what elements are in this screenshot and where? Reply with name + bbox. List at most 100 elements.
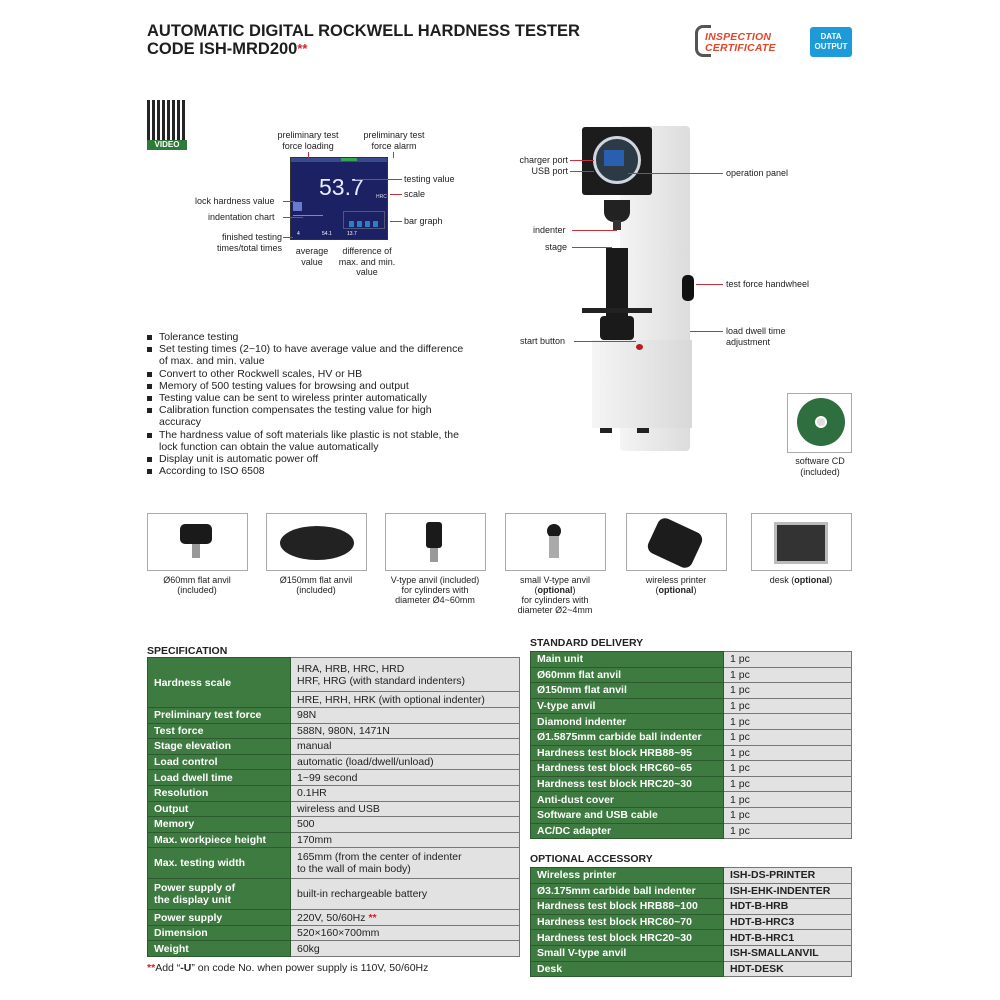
- row-label: Ø3.175mm carbide ball indenter: [530, 882, 724, 900]
- row-label: Ø1.5875mm carbide ball indenter: [530, 728, 724, 746]
- row-label: Diamond indenter: [530, 713, 724, 730]
- callout-handwheel: test force handwheel: [726, 279, 810, 289]
- row-label: Hardness test block HRC20~30: [530, 929, 724, 946]
- row-value: 0.1HR: [290, 784, 520, 802]
- row-value: 1 pc: [723, 666, 852, 684]
- row-label: Memory: [147, 816, 291, 833]
- row-label: Weight: [147, 940, 291, 958]
- row-label: Hardness test block HRC60~65: [530, 760, 724, 777]
- row-label: V-type anvil: [530, 697, 724, 715]
- row-label: Software and USB cable: [530, 806, 724, 824]
- feature-item: The hardness value of soft materials lik…: [147, 429, 467, 453]
- callout-operation-panel: operation panel: [726, 168, 789, 178]
- cd-label-included: (included): [800, 467, 840, 477]
- feature-item: Memory of 500 testing values for browsin…: [147, 380, 467, 392]
- row-value: 1 pc: [723, 728, 852, 746]
- feature-item: Set testing times (2~10) to have average…: [147, 343, 467, 367]
- accessory-small-v-anvil-image: [505, 513, 606, 571]
- row-value: 500: [290, 816, 520, 833]
- accessory-caption: V-type anvil (included)for cylinders wit…: [390, 575, 480, 605]
- row-value: 1 pc: [723, 775, 852, 793]
- row-value: 1 pc: [723, 744, 852, 762]
- row-label: Ø150mm flat anvil: [530, 682, 724, 699]
- qr-code[interactable]: [147, 100, 187, 140]
- screen-scale: HRC: [376, 194, 387, 200]
- callout-indenter: indenter: [533, 225, 566, 235]
- row-value: automatic (load/dwell/unload): [290, 753, 520, 771]
- callout-start-button: start button: [520, 336, 566, 346]
- optional-accessory-heading: OPTIONAL ACCESSORY: [530, 853, 653, 865]
- screen-count: 4: [297, 231, 300, 237]
- row-value: ISH-SMALLANVIL: [723, 944, 852, 962]
- row-label: Test force: [147, 722, 291, 740]
- row-value: 98N: [290, 707, 520, 724]
- cd-label: software CD: [795, 456, 845, 466]
- callout-scale: scale: [404, 189, 426, 199]
- row-value: 1~99 second: [290, 769, 520, 786]
- row-value: 520×160×700mm: [290, 924, 520, 942]
- accessory-caption: wireless printer(optional): [645, 575, 707, 595]
- callout-pre-load: preliminary test force loading: [277, 130, 339, 151]
- accessory-caption: Ø60mm flat anvil(included): [163, 575, 231, 595]
- row-label: Wireless printer: [530, 867, 724, 884]
- feature-item: Calibration function compensates the tes…: [147, 404, 467, 428]
- specification-heading: SPECIFICATION: [147, 645, 228, 657]
- row-label: Hardness test block HRB88~100: [530, 898, 724, 915]
- row-value: 1 pc: [723, 697, 852, 715]
- accessory-150mm-anvil-image: [266, 513, 367, 571]
- accessory-caption: Ø150mm flat anvil(included): [279, 575, 353, 595]
- software-cd-image: [787, 393, 852, 453]
- callout-difference: difference of max. and min. value: [338, 246, 396, 277]
- row-label: Resolution: [147, 784, 291, 802]
- row-label: Anti-dust cover: [530, 791, 724, 808]
- accessory-60mm-anvil-image: [147, 513, 248, 571]
- callout-average: average value: [295, 246, 329, 267]
- row-label: Load control: [147, 753, 291, 771]
- row-value: manual: [290, 738, 520, 755]
- accessory-v-anvil-image: [385, 513, 486, 571]
- row-value: 588N, 980N, 1471N: [290, 722, 520, 740]
- row-value: HDT-B-HRB: [723, 898, 852, 915]
- accessory-caption: desk (optional): [769, 575, 833, 585]
- row-label: Hardness test block HRC60~70: [530, 913, 724, 931]
- row-label: Preliminary test force: [147, 707, 291, 724]
- row-label: Hardness test block HRC20~30: [530, 775, 724, 793]
- display-screen-image: 53.7 HRC 4 54.1 13.7: [290, 157, 388, 240]
- feature-item: Convert to other Rockwell scales, HV or …: [147, 368, 467, 380]
- row-label: AC/DC adapter: [530, 822, 724, 840]
- row-value: 1 pc: [723, 760, 852, 777]
- feature-item: According to ISO 6508: [147, 465, 467, 477]
- row-value: 1 pc: [723, 713, 852, 730]
- row-label: Dimension: [147, 924, 291, 942]
- callout-stage: stage: [545, 242, 568, 252]
- row-label: Main unit: [530, 651, 724, 668]
- callout-testing-value: testing value: [404, 174, 455, 184]
- row-value: 1 pc: [723, 791, 852, 808]
- screen-difference: 13.7: [347, 231, 357, 237]
- accessory-caption: small V-type anvil(optional)for cylinder…: [517, 575, 593, 615]
- row-label: Load dwell time: [147, 769, 291, 786]
- callout-pre-alarm: preliminary test force alarm: [363, 130, 425, 151]
